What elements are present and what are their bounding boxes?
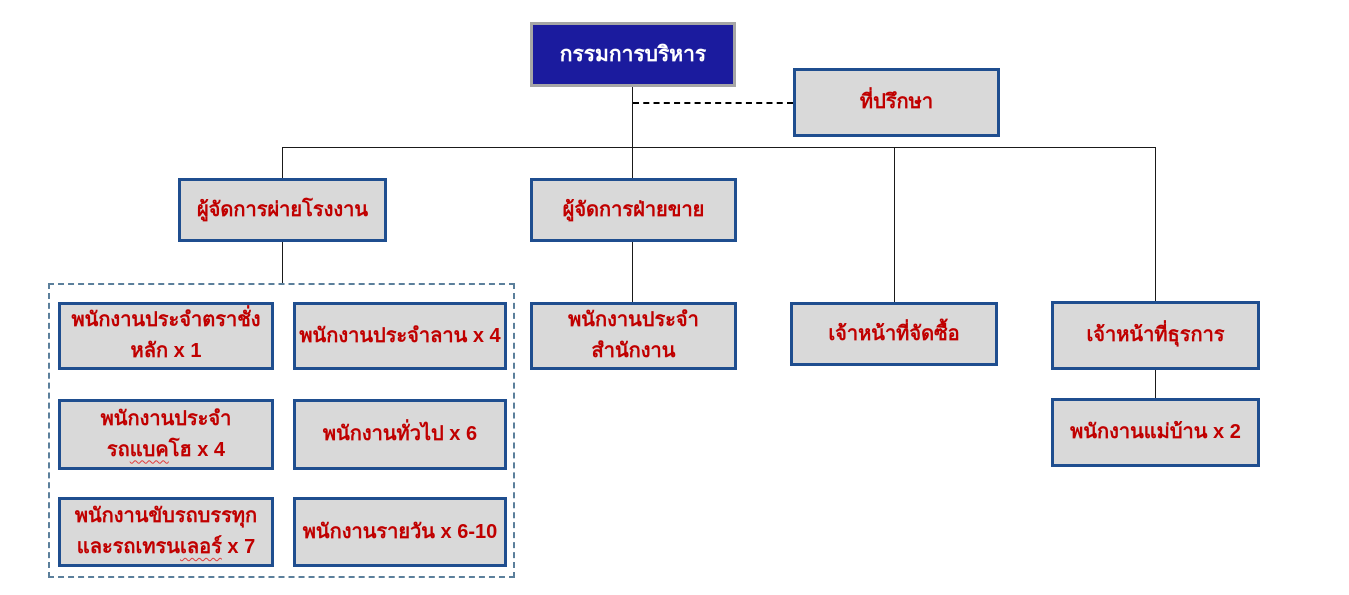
connector-sales-to-staff: [632, 242, 633, 302]
connector-admin-to-maid: [1155, 370, 1156, 398]
connector-drop-sales-manager: [632, 147, 633, 178]
node-office-staff: พนักงานประจำ สำนักงาน: [530, 302, 737, 370]
node-yard-staff-label: พนักงานประจำลาน x 4: [299, 324, 501, 347]
node-daily-staff-label: พนักงานรายวัน x 6-10: [302, 520, 498, 543]
connector-factory-to-group: [282, 242, 283, 283]
node-purchasing-officer: เจ้าหน้าที่จัดซื้อ: [790, 302, 998, 366]
node-truck-driver-staff-line2-pre: และรถเทรน: [76, 536, 180, 558]
node-truck-driver-staff-line2: และรถเทรนเลอร์ x 7: [77, 532, 255, 563]
node-factory-manager-label: ผู้จัดการผ่ายโรงงาน: [196, 198, 369, 221]
node-sales-manager-label: ผู้จัดการฝ่ายขาย: [562, 198, 705, 221]
node-office-staff-line2: สำนักงาน: [591, 340, 676, 362]
node-scale-staff-line1: พนักงานประจำตราชั่ง: [71, 309, 261, 331]
node-truck-driver-staff-line2-spellcheck: เลอร์: [179, 536, 222, 558]
node-backhoe-staff-line2-pre: รถ: [106, 438, 130, 461]
node-truck-driver-staff: พนักงานขับรถบรรทุก และรถเทรนเลอร์ x 7: [58, 497, 274, 567]
node-general-staff: พนักงานทั่วไป x 6: [293, 399, 507, 470]
node-advisor-label: ที่ปรึกษา: [859, 91, 934, 113]
node-truck-driver-staff-line1: พนักงานขับรถบรรทุก: [74, 505, 258, 527]
node-daily-staff: พนักงานรายวัน x 6-10: [293, 497, 507, 567]
node-yard-staff: พนักงานประจำลาน x 4: [293, 302, 507, 370]
connector-tier2-horizontal: [282, 147, 1156, 148]
node-advisor: ที่ปรึกษา: [793, 68, 1000, 137]
connector-drop-admin: [1155, 147, 1156, 301]
node-sales-manager: ผู้จัดการฝ่ายขาย: [530, 178, 737, 242]
node-executive-board: กรรมการบริหาร: [530, 22, 736, 87]
node-backhoe-staff-line2-post: โฮ x 4: [168, 438, 226, 461]
node-backhoe-staff-line1: พนักงานประจำ: [100, 407, 232, 430]
node-office-staff-line1: พนักงานประจำ: [568, 309, 699, 331]
connector-drop-factory-manager: [282, 147, 283, 178]
node-backhoe-staff-line2-spellcheck: แบค: [129, 438, 169, 461]
connector-executive-down: [632, 87, 633, 147]
node-purchasing-officer-label: เจ้าหน้าที่จัดซื้อ: [828, 322, 960, 345]
factory-staff-group-frame: [48, 283, 515, 578]
node-maid-staff: พนักงานแม่บ้าน x 2: [1051, 398, 1260, 467]
node-backhoe-staff-line2: รถแบคโฮ x 4: [107, 435, 225, 466]
node-scale-staff: พนักงานประจำตราชั่ง หลัก x 1: [58, 302, 274, 370]
node-general-staff-label: พนักงานทั่วไป x 6: [322, 423, 478, 445]
node-backhoe-staff: พนักงานประจำ รถแบคโฮ x 4: [58, 399, 274, 470]
connector-advisor-dashed: [633, 102, 793, 104]
node-admin-officer: เจ้าหน้าที่ธุรการ: [1051, 301, 1260, 370]
node-scale-staff-line2: หลัก x 1: [130, 340, 202, 362]
connector-drop-purchasing: [894, 147, 895, 302]
node-admin-officer-label: เจ้าหน้าที่ธุรการ: [1086, 324, 1225, 346]
node-truck-driver-staff-line2-post: x 7: [221, 536, 256, 558]
node-factory-manager: ผู้จัดการผ่ายโรงงาน: [178, 178, 387, 242]
node-maid-staff-label: พนักงานแม่บ้าน x 2: [1070, 421, 1241, 443]
node-executive-board-label: กรรมการบริหาร: [559, 43, 707, 66]
